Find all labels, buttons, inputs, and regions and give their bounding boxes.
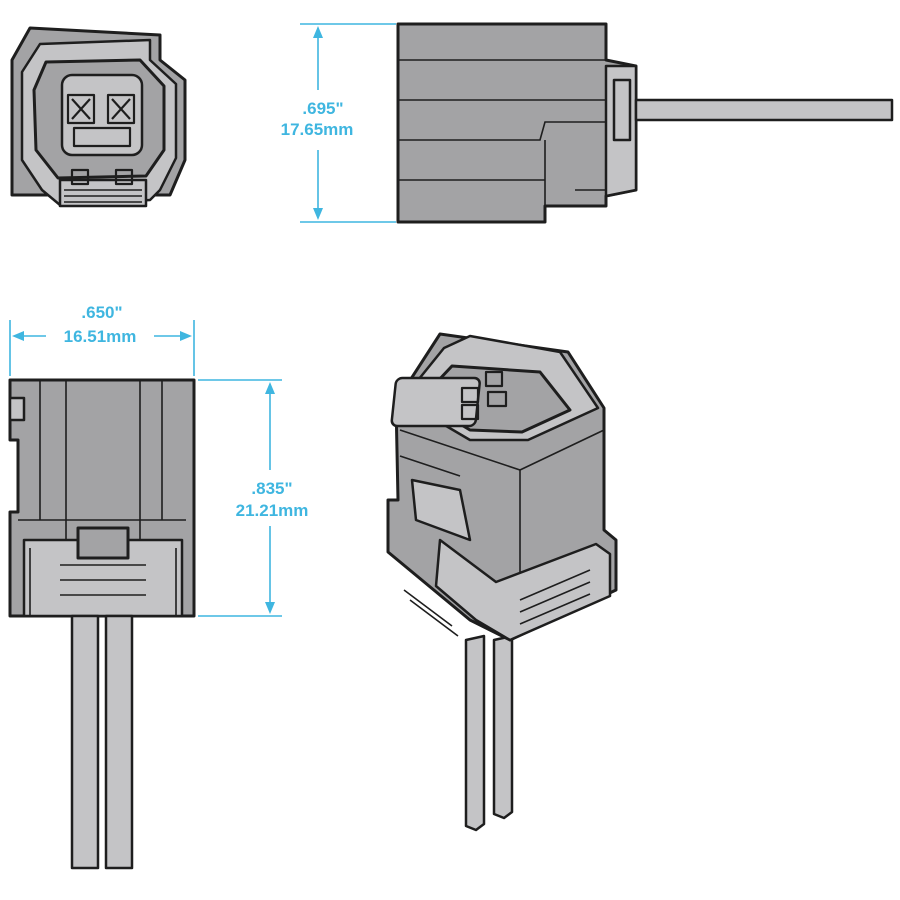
side-view — [396, 22, 894, 224]
height-front-mm: 21.21mm — [236, 501, 309, 520]
width-front-inch: .650" — [81, 303, 122, 322]
isometric-view — [386, 332, 618, 832]
height-side-inch: .695" — [302, 99, 343, 118]
height-front-inch: .835" — [251, 479, 292, 498]
height-side-mm: 17.65mm — [281, 120, 354, 139]
dimension-height-front: .835" 21.21mm — [198, 379, 309, 617]
width-front-mm: 16.51mm — [64, 327, 137, 346]
dimension-width-front: .650" 16.51mm — [9, 303, 195, 376]
front-view — [8, 378, 196, 870]
dimension-height-side: .695" 17.65mm — [281, 23, 396, 223]
end-view — [10, 26, 187, 208]
